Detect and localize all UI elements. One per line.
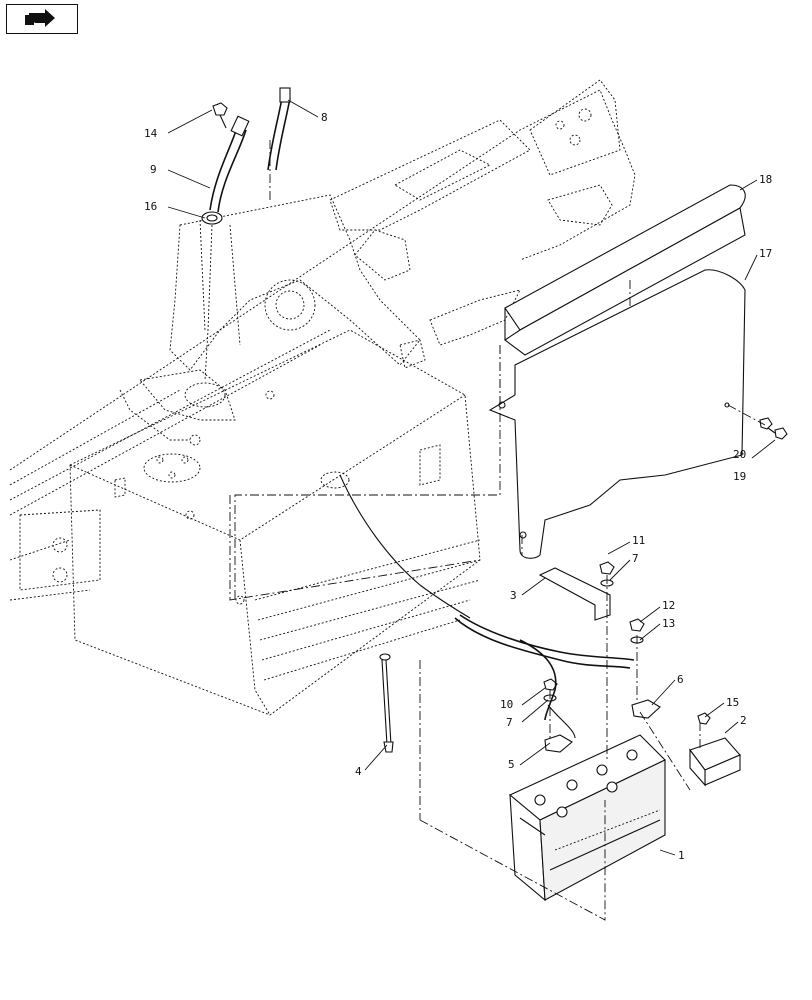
callout-8: 8 bbox=[321, 111, 328, 124]
callout-12: 12 bbox=[662, 599, 675, 612]
arrow-right-icon bbox=[25, 9, 55, 27]
callout-16: 16 bbox=[144, 200, 157, 213]
cable-9 bbox=[209, 115, 250, 213]
callout-15: 15 bbox=[726, 696, 739, 709]
callout-19: 19 bbox=[733, 470, 746, 483]
grommet-16 bbox=[201, 211, 223, 225]
cap-2 bbox=[689, 737, 741, 787]
callout-13: 13 bbox=[662, 617, 675, 630]
callout-labels: 14 8 9 16 18 17 20 19 11 7 3 12 13 6 10 … bbox=[144, 111, 772, 862]
leader-lines bbox=[167, 99, 776, 856]
callout-9: 9 bbox=[150, 163, 157, 176]
terminal-6 bbox=[631, 699, 661, 719]
cover-18 bbox=[504, 184, 746, 356]
centerlines bbox=[229, 140, 766, 921]
callout-18: 18 bbox=[759, 173, 772, 186]
callout-3: 3 bbox=[510, 589, 517, 602]
callout-5: 5 bbox=[508, 758, 515, 771]
terminal-5 bbox=[544, 734, 573, 753]
callout-6: 6 bbox=[677, 673, 684, 686]
callout-7a: 7 bbox=[632, 552, 639, 565]
callout-14: 14 bbox=[144, 127, 158, 140]
callout-10: 10 bbox=[500, 698, 513, 711]
nav-forward-button[interactable] bbox=[6, 4, 78, 34]
rod-4 bbox=[379, 653, 394, 753]
bolt-14 bbox=[212, 102, 228, 129]
callout-20: 20 bbox=[733, 448, 746, 461]
bolt-20-19 bbox=[759, 417, 788, 440]
nut-11 bbox=[599, 561, 615, 575]
tank-assembly bbox=[69, 329, 481, 716]
cable-8 bbox=[267, 87, 291, 171]
panel-17 bbox=[488, 269, 746, 559]
callout-17: 17 bbox=[759, 247, 772, 260]
callout-4: 4 bbox=[355, 765, 362, 778]
chassis-frame bbox=[9, 79, 636, 601]
callout-11: 11 bbox=[632, 534, 645, 547]
battery-cable bbox=[339, 474, 635, 739]
hold-down-bracket-3 bbox=[538, 567, 611, 621]
callout-7b: 7 bbox=[506, 716, 513, 729]
callout-2: 2 bbox=[740, 714, 747, 727]
callout-1: 1 bbox=[678, 849, 685, 862]
battery-1 bbox=[508, 734, 666, 902]
